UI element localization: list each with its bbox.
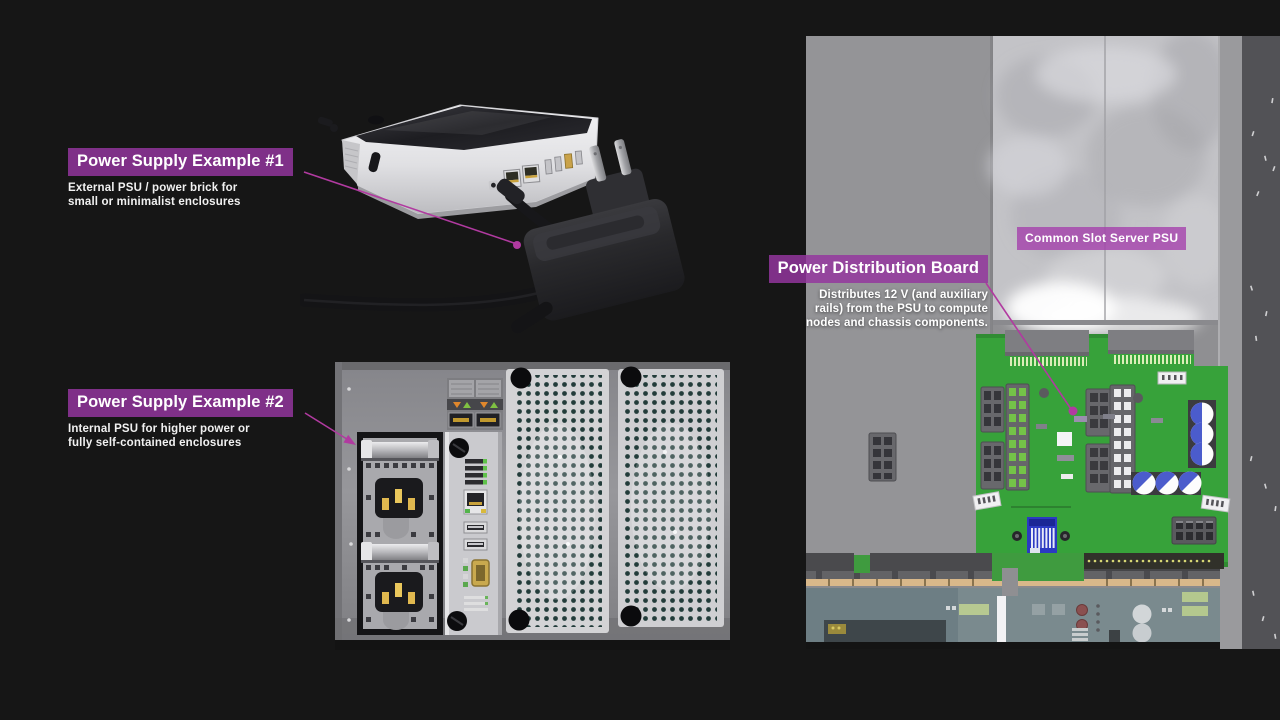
caption-line: rails) from the PSU to compute [814, 302, 988, 315]
c14-inlet-lower [375, 572, 423, 612]
hdmi-block [463, 558, 490, 587]
up-triangle-indicator [463, 402, 471, 408]
vent-slots [464, 596, 488, 611]
lid-logo [368, 115, 384, 125]
power-connector [980, 441, 1005, 490]
thumbscrew [620, 366, 642, 388]
caption-line: nodes and chassis components. [805, 316, 988, 329]
callout-caption: External PSU / power brick for small or … [68, 181, 293, 209]
perforated-panel-right [618, 366, 724, 627]
output-connector [1171, 516, 1217, 545]
callout-title: Power Distribution Board [768, 255, 988, 283]
sfp-module [447, 378, 503, 430]
caption-line: Distributes 12 V (and auxiliary [819, 288, 988, 301]
status-leds [465, 459, 487, 485]
white-cable-header [972, 491, 1002, 511]
callout-title: Power Supply Example #1 [68, 148, 293, 176]
thumbscrew [508, 609, 530, 631]
callout-caption: Internal PSU for higher power or fully s… [68, 422, 293, 450]
callout-power-distribution-board: Power Distribution Board Distributes 12 … [700, 255, 988, 330]
psu-handle-upper [361, 440, 439, 461]
callout-caption: Distributes 12 V (and auxiliary rails) f… [700, 288, 988, 330]
side-button [368, 152, 381, 173]
blue-connector [1027, 517, 1057, 555]
down-triangle-indicator [453, 402, 461, 408]
callout-title: Power Supply Example #2 [68, 389, 293, 417]
power-connector [868, 432, 897, 482]
plug-prong [614, 139, 632, 176]
caption-line: External PSU / power brick for [68, 181, 238, 194]
external-psu-render [300, 104, 685, 334]
latch-tab [383, 612, 409, 630]
usb-port [463, 521, 488, 534]
led-header-column [1005, 383, 1030, 491]
psu-output-connector [1005, 330, 1089, 366]
antenna-stub [317, 116, 333, 127]
power-connector [980, 386, 1005, 433]
power-brick [511, 139, 685, 334]
caption-line: fully self-contained enclosures [68, 436, 242, 449]
caption-line: small or minimalist enclosures [68, 195, 241, 208]
usb-port [463, 538, 488, 551]
server-psu [988, 36, 1231, 338]
power-connector [1085, 443, 1112, 493]
plug-prong [589, 145, 607, 182]
power-cord [300, 283, 557, 312]
io-panel [445, 432, 502, 635]
psu-bay [357, 432, 443, 635]
power-connector [1085, 388, 1112, 437]
mini-pc [317, 104, 599, 219]
c14-inlet-upper [375, 478, 423, 518]
fan-header [1157, 371, 1187, 385]
badge-common-slot-server-psu: Common Slot Server PSU [1017, 227, 1187, 250]
top-lid [356, 106, 592, 150]
chassis-side-panel [1242, 36, 1280, 649]
ethernet-port [463, 489, 488, 515]
psu-output-connector [1108, 330, 1194, 364]
capacitor-bank [1131, 400, 1216, 495]
usb-ports [544, 156, 563, 175]
caption-line: Internal PSU for higher power or [68, 422, 250, 435]
chassis-wall [806, 36, 992, 649]
chassis-pdb-render [806, 36, 1280, 649]
psu-handle-lower [361, 542, 439, 563]
thumbscrew [510, 367, 532, 389]
perforated-panel-left [506, 367, 609, 633]
latch-tab [383, 518, 409, 539]
internal-psu-render [335, 362, 730, 650]
white-component [1057, 432, 1072, 446]
callout-psu-example-2: Power Supply Example #2 Internal PSU for… [68, 389, 293, 450]
callout-psu-example-1: Power Supply Example #1 External PSU / p… [68, 148, 293, 209]
white-cable-header [1200, 494, 1231, 513]
pcb-edge-fingers [1084, 553, 1224, 569]
thumbscrew [620, 605, 642, 627]
hdmi-port [564, 153, 574, 169]
compute-node-bay [806, 553, 1224, 649]
pin-header-column [1109, 384, 1136, 494]
